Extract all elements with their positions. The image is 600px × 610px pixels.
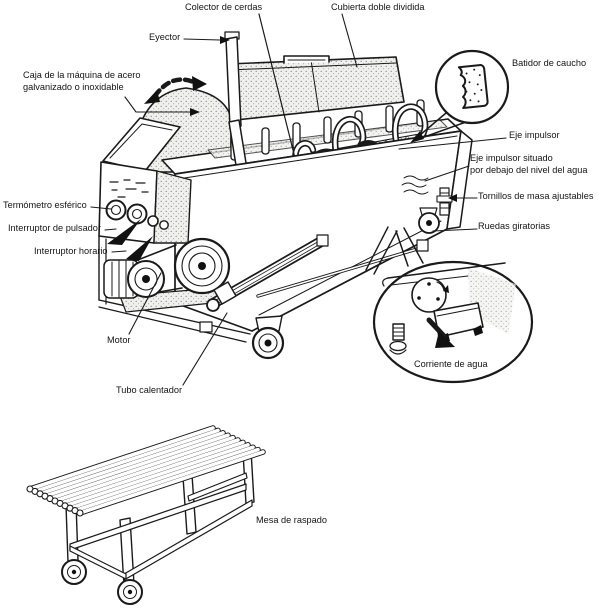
dial-2-icon — [126, 203, 148, 225]
heater-tube-shape — [206, 234, 329, 312]
tank-right-end — [401, 130, 473, 234]
cover-motion-arrow — [144, 76, 207, 104]
label-eje-impulsor: Eje impulsor — [509, 130, 560, 140]
label-caja-line1: Caja de la máquina de acero — [23, 70, 141, 80]
label-motor: Motor — [107, 335, 131, 345]
label-eje-situado-line1: Eje impulsor situado — [470, 153, 553, 163]
label-eje-impulsor-situado: Eje impulsor situado por debajo del nive… — [470, 153, 588, 176]
label-ruedas-giratorias: Ruedas giratorias — [478, 221, 551, 231]
leader-lines — [90, 13, 507, 386]
caster-plate-icon — [411, 277, 449, 313]
callout-corriente — [372, 227, 534, 384]
label-tornillos: Tornillos de masa ajustables — [478, 191, 594, 201]
timer-knob-icon — [159, 220, 169, 230]
label-colector-de-cerdas: Colector de cerdas — [185, 2, 263, 12]
motor-shape — [103, 237, 231, 313]
thermometer-dial-icon — [105, 199, 127, 221]
label-batidor-de-caucho: Batidor de caucho — [512, 58, 587, 68]
label-caja-line2: galvanizado o inoxidable — [23, 81, 124, 92]
split-cover-shape — [227, 55, 405, 121]
table-drawing — [26, 425, 266, 605]
control-box-shape — [98, 117, 251, 343]
bottom-casters — [199, 315, 285, 360]
label-corriente-de-agua: Corriente de agua — [414, 359, 488, 369]
table-wheel-icon — [61, 559, 143, 605]
rubber-beater-icon — [457, 64, 489, 110]
water-flow-arrow-icon — [426, 317, 455, 348]
label-cubierta-doble: Cubierta doble dividida — [331, 2, 425, 12]
bolt-icon — [389, 323, 407, 355]
label-eje-situado-line2: por debajo del nivel del agua — [470, 164, 588, 175]
label-interruptor-pulsador: Interruptor de pulsador — [8, 223, 101, 233]
pushbutton-knob-icon — [147, 215, 159, 227]
table-slats — [26, 425, 266, 517]
callout-batidor — [410, 49, 510, 143]
machine-drawing — [90, 13, 534, 386]
label-eyector: Eyector — [149, 32, 181, 42]
label-interruptor-horario: Interruptor horario — [34, 246, 108, 256]
label-caja-maquina: Caja de la máquina de acero galvanizado … — [23, 70, 140, 93]
right-caster-shape — [418, 207, 440, 234]
label-termometro: Termómetro esférico — [3, 200, 87, 210]
label-mesa-de-raspado: Mesa de raspado — [256, 515, 327, 525]
adjusting-screw-shape — [436, 187, 453, 216]
label-tubo-calentador: Tubo calentador — [116, 385, 183, 395]
